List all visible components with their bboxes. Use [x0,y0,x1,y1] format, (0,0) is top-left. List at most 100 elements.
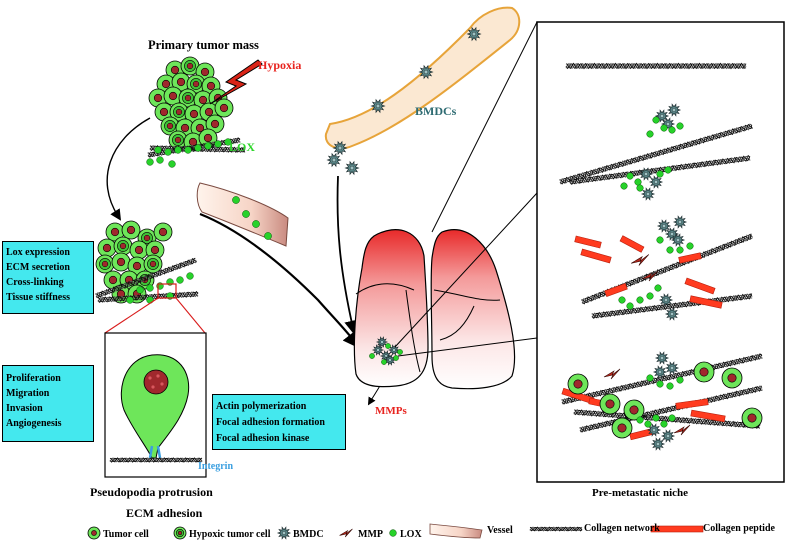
cell-nucleus [198,95,208,105]
bmdc-icon [383,354,397,366]
lox-icon [636,416,644,424]
collagen-network-icon [591,293,753,319]
focal-adhesion-box: Actin polymerization Focal adhesion form… [212,394,346,450]
lox-icon [686,242,694,250]
bmdc-icon [658,293,674,307]
cell-nucleus [184,94,192,102]
legend-label-collagen-network: Collagen network [584,523,660,534]
lox-icon [626,172,634,180]
tumor-cell-icon [103,270,123,290]
hypoxic-tumor-cell-icon [178,88,198,108]
cell-nucleus [170,65,180,75]
cell-nucleus [143,234,151,242]
bmdc-icon [371,344,385,356]
lox-icon [646,292,654,300]
bmdc-core [677,219,683,225]
lox-icon [184,146,192,154]
tumor-cell-icon [721,367,743,389]
lox-icon [666,246,674,254]
integrin-label: Integrin [198,461,233,472]
peptide-bar [619,235,645,253]
bmdc-core [653,179,659,185]
cell-nucleus [195,123,205,133]
box-line: Lox expression [6,247,70,258]
lox-icon [393,355,399,361]
lox-icon [636,184,644,192]
lox-icon [126,296,134,304]
bmdc-icon [666,103,682,117]
lox-icon [136,286,144,294]
bmdc-core [423,69,429,75]
cell-nucleus [132,261,142,271]
nucleus-dot [160,382,164,386]
lox-icon [652,414,660,422]
collagen-strand [561,353,763,404]
lox-icon [154,146,162,154]
bmdc-icon [326,152,342,168]
lox-icon [654,284,662,292]
peptide-bar [678,252,702,264]
hypoxic-tumor-cell-icon [113,236,133,256]
collagen-strand [559,124,753,185]
legend-label-lox: LOX [400,529,422,540]
cell-nucleus [91,530,97,536]
cell-nucleus [102,243,112,253]
tumor-cell-icon [111,252,131,272]
box-line: ECM secretion [6,262,70,273]
box-line: Angiogenesis [6,418,62,429]
cell-nucleus [727,373,737,383]
peptide-bar [650,525,704,533]
bmdc-core [661,223,667,229]
cell-nucleus [158,227,168,237]
lox-icon [676,376,684,384]
bmdc-core [471,31,477,37]
cell-nucleus [174,136,182,144]
tumor-cell-icon [97,238,117,258]
bmdc-core [665,433,671,439]
bmdc-core [651,427,657,433]
lox-icon [634,178,642,186]
lox-icon [168,160,176,168]
box-line: Invasion [6,403,43,414]
bmdc-core [392,348,396,352]
cell-nucleus [188,137,198,147]
bmdc-core [657,369,663,375]
bmdc-icon [648,175,664,189]
lox-icon [232,196,240,204]
tumor-cell-icon [741,407,763,429]
box-line: Focal adhesion formation [216,417,325,428]
zoom-line-right [175,297,206,334]
bmdc-core [665,121,671,127]
lox-icon [174,146,182,154]
cell-nucleus [699,367,709,377]
collagen-strand [109,457,203,463]
lox-icon [146,296,154,304]
hypoxic-tumor-cell-icon [143,254,163,274]
ecm-adhesion-label: ECM adhesion [126,506,203,520]
pre-metastatic-niche-label: Pre-metastatic niche [592,487,689,499]
lox-icon [164,148,172,156]
bmdc-icon [276,526,292,540]
bmdc-core [659,113,665,119]
collagen-peptide-icon [580,248,612,264]
cell-behaviors-box: Proliferation Migration Invasion Angioge… [2,365,94,442]
collagen-peptide-icon [690,409,726,423]
hypoxic-tumor-cell-icon [173,526,187,540]
lox-icon [224,138,232,146]
bmdcs-label: BMDCs [415,104,457,118]
niche-stage-collagen [565,62,747,70]
zoomed-cell-panel [104,332,207,478]
lox-icon [636,296,644,304]
lox-icon [156,156,164,164]
lox-icon [620,182,628,190]
collagen-strand [95,257,196,298]
cell-nucleus [116,257,126,267]
pseudopodia-cell [120,354,190,459]
hypoxic-tumor-cell-icon [168,130,188,150]
hypoxic-tumor-cell-icon [180,56,200,76]
integrin-left [148,445,154,459]
lox-icon [242,210,250,218]
cell-nucleus [219,103,229,113]
tumor-cell-icon [567,373,589,395]
lox-icon [381,359,387,365]
